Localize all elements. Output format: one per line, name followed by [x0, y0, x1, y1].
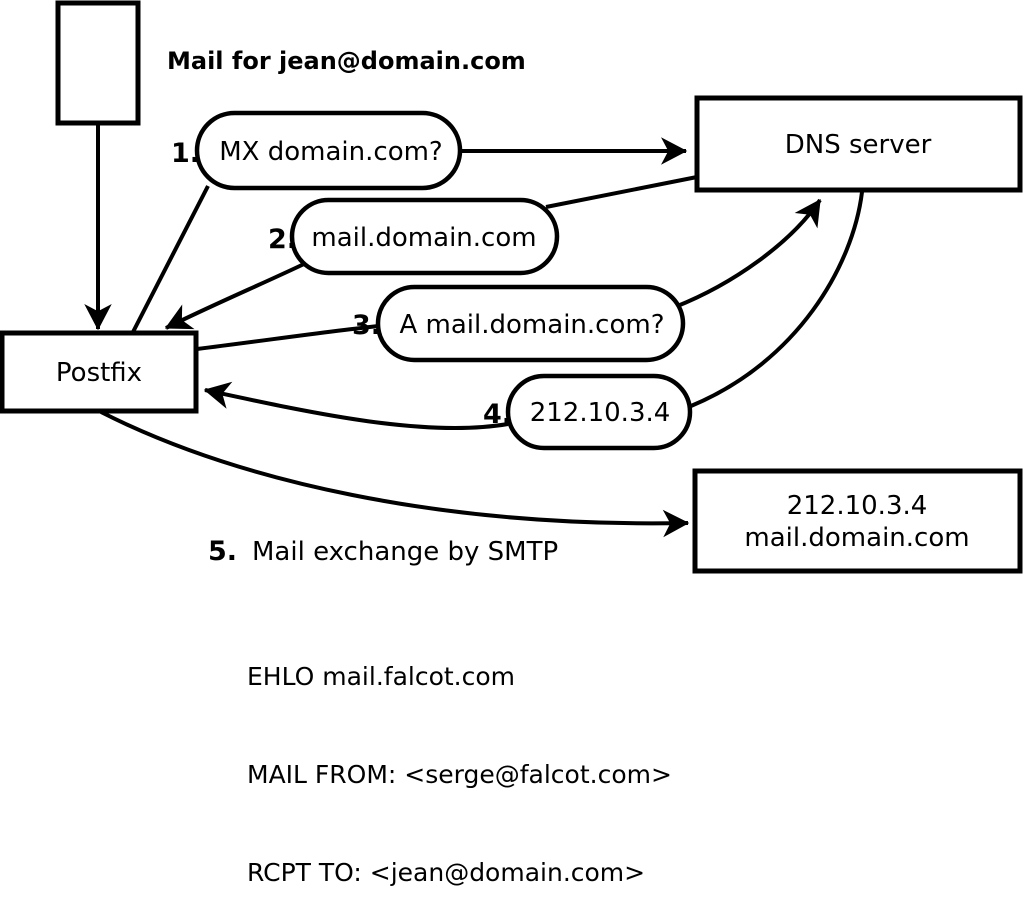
postfix-node — [0, 330, 199, 414]
query1-pill — [194, 110, 463, 191]
destination-host-label: mail.domain.com — [744, 523, 969, 553]
step1-label: MX domain.com? — [219, 137, 442, 167]
mail-envelope-node — [55, 0, 141, 126]
smtp-line-mail-from: MAIL FROM: <serge@falcot.com> — [247, 759, 672, 789]
edge-dns-to-answer2 — [545, 175, 698, 209]
step2-label: mail.domain.com — [311, 223, 536, 253]
step5-number: 5. — [208, 536, 237, 567]
answer4-pill — [505, 373, 693, 451]
arrow-answer4-to-postfix — [203, 381, 509, 431]
arrow-query3-to-dns — [674, 198, 822, 309]
step4-number: 4. — [483, 399, 512, 430]
smtp-line-ehlo: EHLO mail.falcot.com — [247, 662, 516, 692]
query3-pill — [375, 284, 686, 363]
step2-number: 2. — [268, 224, 297, 255]
edge-postfix-to-query3 — [196, 324, 380, 351]
arrow-smtp-to-destination — [100, 410, 690, 538]
edge-postfix-to-query1 — [131, 185, 210, 333]
step4-label: 212.10.3.4 — [530, 398, 671, 428]
diagram-title: Mail for jean@domain.com — [167, 47, 526, 75]
dns-server-node — [694, 95, 1023, 193]
step1-number: 1. — [171, 138, 200, 169]
dns-server-label: DNS server — [785, 130, 932, 160]
step3-label: A mail.domain.com? — [400, 310, 665, 340]
destination-server-node — [692, 468, 1023, 574]
smtp-line-rcpt-to: RCPT TO: <jean@domain.com> — [247, 857, 646, 887]
postfix-label: Postfix — [56, 358, 142, 388]
destination-ip-label: 212.10.3.4 — [787, 491, 928, 521]
step5-label: Mail exchange by SMTP — [252, 537, 558, 567]
step3-number: 3. — [352, 310, 381, 341]
answer2-pill — [289, 197, 560, 276]
arrow-answer2-to-postfix — [164, 262, 305, 330]
edge-dns-to-answer4 — [690, 191, 864, 408]
smtp-session-block: EHLO mail.falcot.com MAIL FROM: <serge@f… — [247, 596, 672, 919]
